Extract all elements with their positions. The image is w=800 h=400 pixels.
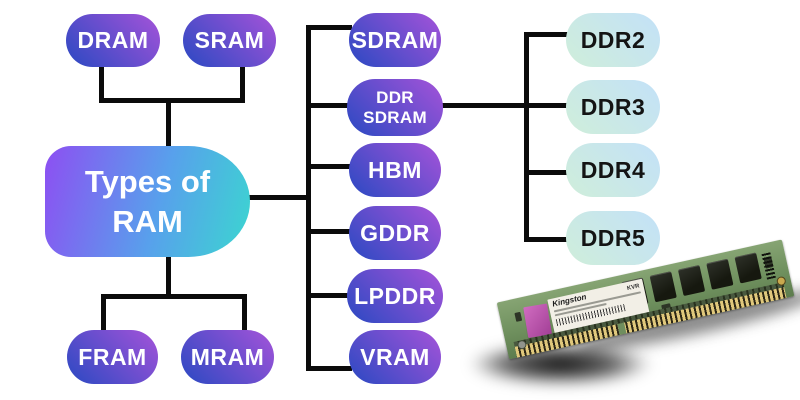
node-label: DDR5 xyxy=(580,224,646,251)
node-vram: VRAM xyxy=(349,330,441,384)
node-ddr2: DDR2 xyxy=(566,13,660,67)
node-label: GDDR xyxy=(360,219,430,246)
connector-line xyxy=(524,237,568,242)
node-hbm: HBM xyxy=(349,143,441,197)
serial-barcode xyxy=(761,252,776,280)
pink-sticker xyxy=(523,303,552,339)
node-ddr3: DDR3 xyxy=(566,80,660,134)
node-label: DDR2 xyxy=(580,26,646,53)
connector-line xyxy=(242,294,247,332)
node-gddr: GDDR xyxy=(349,206,441,260)
connector-line xyxy=(166,255,171,299)
connector-line xyxy=(246,195,310,200)
connector-line xyxy=(524,170,568,175)
node-label: HBM xyxy=(368,156,422,183)
connector-line xyxy=(306,164,352,169)
node-label: DDR3 xyxy=(580,93,646,120)
connector-line xyxy=(524,32,568,37)
connector-line xyxy=(99,98,245,103)
node-dram: DRAM xyxy=(66,14,160,67)
connector-line xyxy=(166,98,171,148)
root-label-line2: RAM xyxy=(112,204,183,239)
connector-line xyxy=(306,229,352,234)
node-ddr4: DDR4 xyxy=(566,143,660,197)
memory-chip xyxy=(734,252,762,284)
connector-line xyxy=(306,103,352,108)
mounting-hole xyxy=(775,275,787,287)
connector-line xyxy=(306,25,352,30)
memory-chip xyxy=(677,264,706,297)
node-mram: MRAM xyxy=(181,330,274,384)
node-sdram: SDRAM xyxy=(349,13,441,67)
node-label-line2: SDRAM xyxy=(363,107,427,127)
node-label: LPDDR xyxy=(354,282,436,309)
connector-line xyxy=(240,64,245,102)
node-label: DDR4 xyxy=(580,156,646,183)
node-lpddr: LPDDR xyxy=(347,269,443,323)
connector-line xyxy=(306,366,352,371)
connector-line xyxy=(101,294,106,332)
root-label-line1: Types of xyxy=(84,164,211,199)
memory-chip xyxy=(649,271,677,303)
node-label: SRAM xyxy=(194,27,265,53)
node-label: VRAM xyxy=(360,343,430,370)
connector-line xyxy=(306,293,352,298)
node-ddr-sdram: DDR SDRAM xyxy=(347,79,443,136)
node-sram: SRAM xyxy=(183,14,276,67)
connector-line xyxy=(306,25,311,371)
memory-chip xyxy=(706,258,734,290)
node-label-line1: DDR xyxy=(376,87,414,107)
connector-line xyxy=(101,294,247,299)
ram-module-photo: Kingston KVR xyxy=(430,230,800,400)
connector-line xyxy=(524,103,568,108)
node-label: MRAM xyxy=(190,343,265,370)
connector-line xyxy=(441,103,529,108)
node-label: SDRAM xyxy=(351,26,439,53)
smd-component xyxy=(514,311,523,322)
node-ddr5: DDR5 xyxy=(566,211,660,265)
node-label: FRAM xyxy=(78,343,147,370)
connector-line xyxy=(524,32,529,242)
connector-line xyxy=(99,64,104,102)
node-label: DRAM xyxy=(77,27,149,53)
node-types-of-ram: Types of RAM xyxy=(45,146,250,257)
node-fram: FRAM xyxy=(67,330,158,384)
